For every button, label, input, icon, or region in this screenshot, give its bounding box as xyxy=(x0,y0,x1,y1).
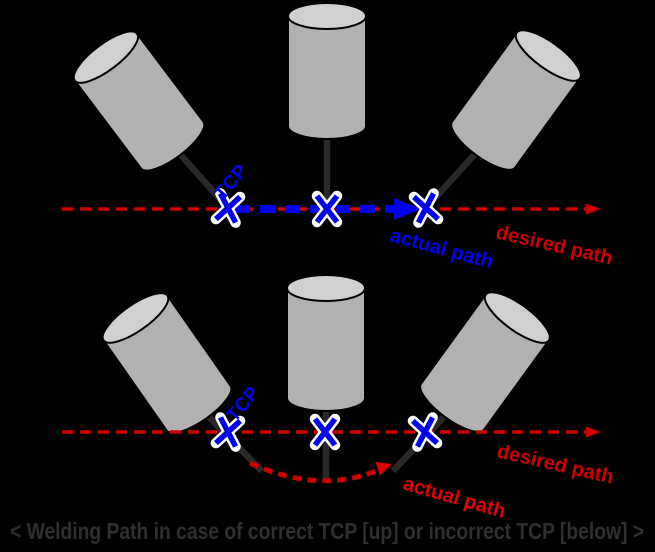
desired-path-arrowhead-top xyxy=(586,203,601,215)
actual-path-curve-bottom xyxy=(248,460,377,484)
actual-path-arrowhead-top xyxy=(394,198,421,220)
x-icon xyxy=(214,192,242,224)
cylinder-top-face xyxy=(287,2,367,30)
x-icon xyxy=(312,417,338,447)
cylinder-body xyxy=(286,287,366,412)
tcp-marker-middle-bottom xyxy=(309,413,341,451)
cylinder-body xyxy=(287,15,367,140)
cylinder-top-face xyxy=(101,292,170,344)
caption: < Welding Path in case of correct TCP [u… xyxy=(10,518,644,544)
x-icon xyxy=(314,194,340,224)
cylinder-top-face xyxy=(72,30,140,84)
torch-cylinder-left-top xyxy=(72,30,206,172)
cylinder-top-face xyxy=(514,29,582,82)
tcp-marker-right-top xyxy=(408,188,444,228)
cylinder-top-face xyxy=(286,274,366,302)
actual-path-arrowhead-bottom xyxy=(375,462,392,476)
tcp-marker-right-bottom xyxy=(407,412,443,452)
top-diagram: TCP actual path desired path xyxy=(62,2,615,273)
x-icon xyxy=(411,416,439,448)
torch-cylinder-middle-top xyxy=(287,2,367,140)
torch-cylinder-right-top xyxy=(450,29,582,171)
torch-cylinder-middle-bottom xyxy=(286,274,366,412)
x-icon xyxy=(412,192,440,224)
x-icon xyxy=(214,416,242,448)
tcp-marker-left-top xyxy=(210,188,246,228)
desired-path-arrowhead-bottom xyxy=(586,426,601,438)
cylinder-top-face xyxy=(483,291,551,344)
bottom-diagram: TCP desired path actual path xyxy=(62,274,616,523)
tcp-marker-middle-top xyxy=(311,190,343,228)
tcp-marker-left-bottom xyxy=(210,412,246,452)
